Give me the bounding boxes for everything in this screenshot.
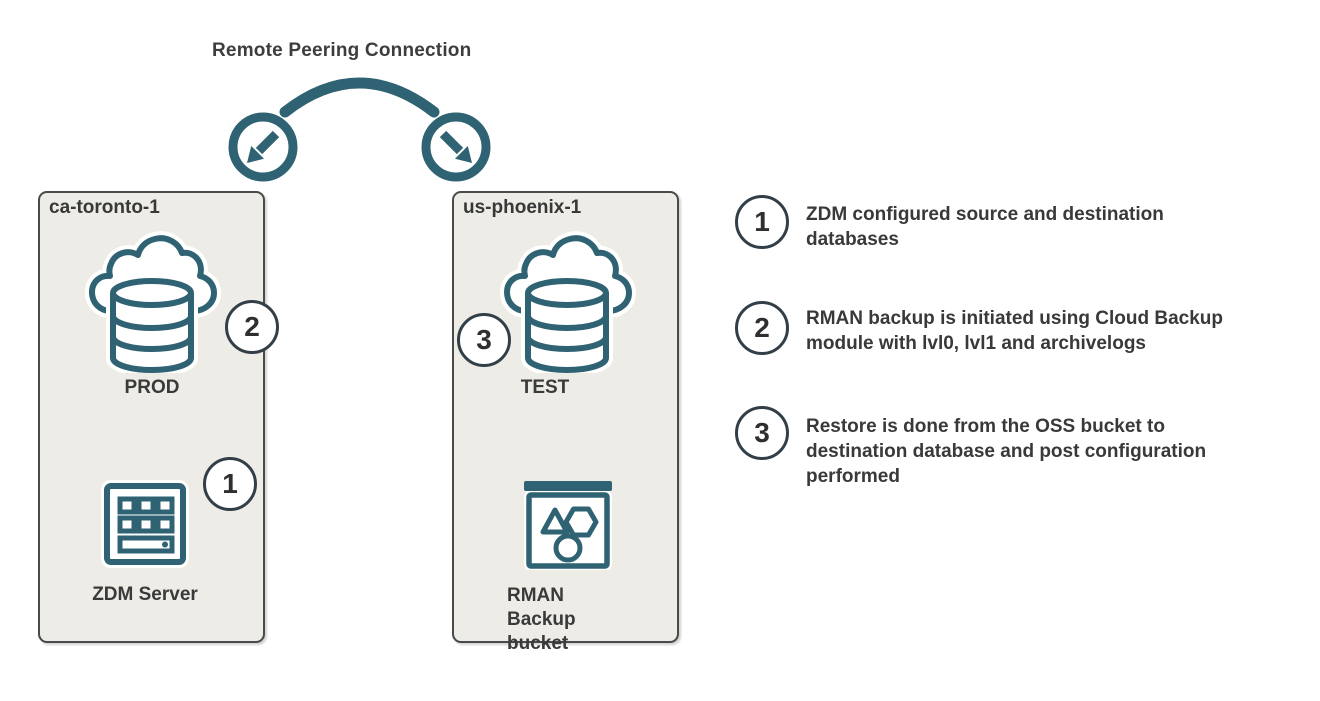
test-label: TEST bbox=[520, 377, 570, 398]
rman-bucket-asset: RMAN Backup bucket bbox=[507, 480, 614, 656]
step-badge-3: 3 bbox=[457, 313, 511, 367]
badge-number: 1 bbox=[222, 468, 238, 499]
remote-peering-icon bbox=[228, 77, 491, 182]
zdm-server-asset: ZDM Server bbox=[92, 478, 198, 606]
rman-bucket-label-line1: RMAN Backup bbox=[507, 585, 576, 630]
cloud-database-icon bbox=[500, 231, 636, 373]
region-ca-toronto-1: ca-toronto-1 bbox=[38, 191, 279, 643]
badge-number: 2 bbox=[244, 311, 260, 342]
zdm-server-icon bbox=[101, 480, 189, 568]
annotation-line: destination database and post configurat… bbox=[806, 441, 1207, 462]
annotation-number: 1 bbox=[754, 206, 770, 237]
region-us-phoenix-1: us-phoenix-1 bbox=[452, 191, 679, 654]
annotation-circle-2: 2 bbox=[735, 301, 789, 355]
cloud-database-icon bbox=[85, 231, 221, 373]
step-badge-2: 2 bbox=[225, 300, 279, 354]
annotation-number: 3 bbox=[754, 417, 770, 448]
test-database-asset: TEST bbox=[494, 231, 640, 399]
rman-bucket-label-line2: bucket bbox=[507, 633, 569, 654]
annotation-circle-3: 3 bbox=[735, 406, 789, 460]
annotation-line: Restore is done from the OSS bucket to bbox=[806, 416, 1165, 437]
annotation-line: performed bbox=[806, 466, 900, 487]
step-badge-1: 1 bbox=[203, 457, 257, 511]
annotation-line: RMAN backup is initiated using Cloud Bac… bbox=[806, 308, 1223, 329]
annotation-line: ZDM configured source and destination bbox=[806, 204, 1164, 225]
region-label: ca-toronto-1 bbox=[49, 197, 160, 218]
peering-arrow-left-icon bbox=[228, 112, 298, 182]
rman-bucket-label: RMAN Backup bucket bbox=[507, 584, 614, 656]
badge-number: 3 bbox=[476, 324, 492, 355]
zdm-server-label: ZDM Server bbox=[92, 584, 198, 605]
peering-title: Remote Peering Connection bbox=[212, 40, 472, 61]
prod-label: PROD bbox=[124, 377, 180, 398]
annotation-number: 2 bbox=[754, 312, 770, 343]
annotation-line: module with lvl0, lvl1 and archivelogs bbox=[806, 333, 1146, 354]
prod-database-asset: PROD bbox=[79, 231, 225, 399]
annotation-line: databases bbox=[806, 229, 899, 250]
object-storage-bucket-icon bbox=[524, 481, 612, 570]
annotation-text-3: Restore is done from the OSS bucket to d… bbox=[806, 414, 1286, 489]
peering-arc bbox=[279, 77, 440, 118]
annotation-circle-1: 1 bbox=[735, 195, 789, 249]
annotation-text-2: RMAN backup is initiated using Cloud Bac… bbox=[806, 306, 1286, 356]
region-label: us-phoenix-1 bbox=[463, 197, 582, 218]
peering-arrow-right-icon bbox=[421, 112, 491, 182]
annotation-text-1: ZDM configured source and destination da… bbox=[806, 202, 1286, 252]
